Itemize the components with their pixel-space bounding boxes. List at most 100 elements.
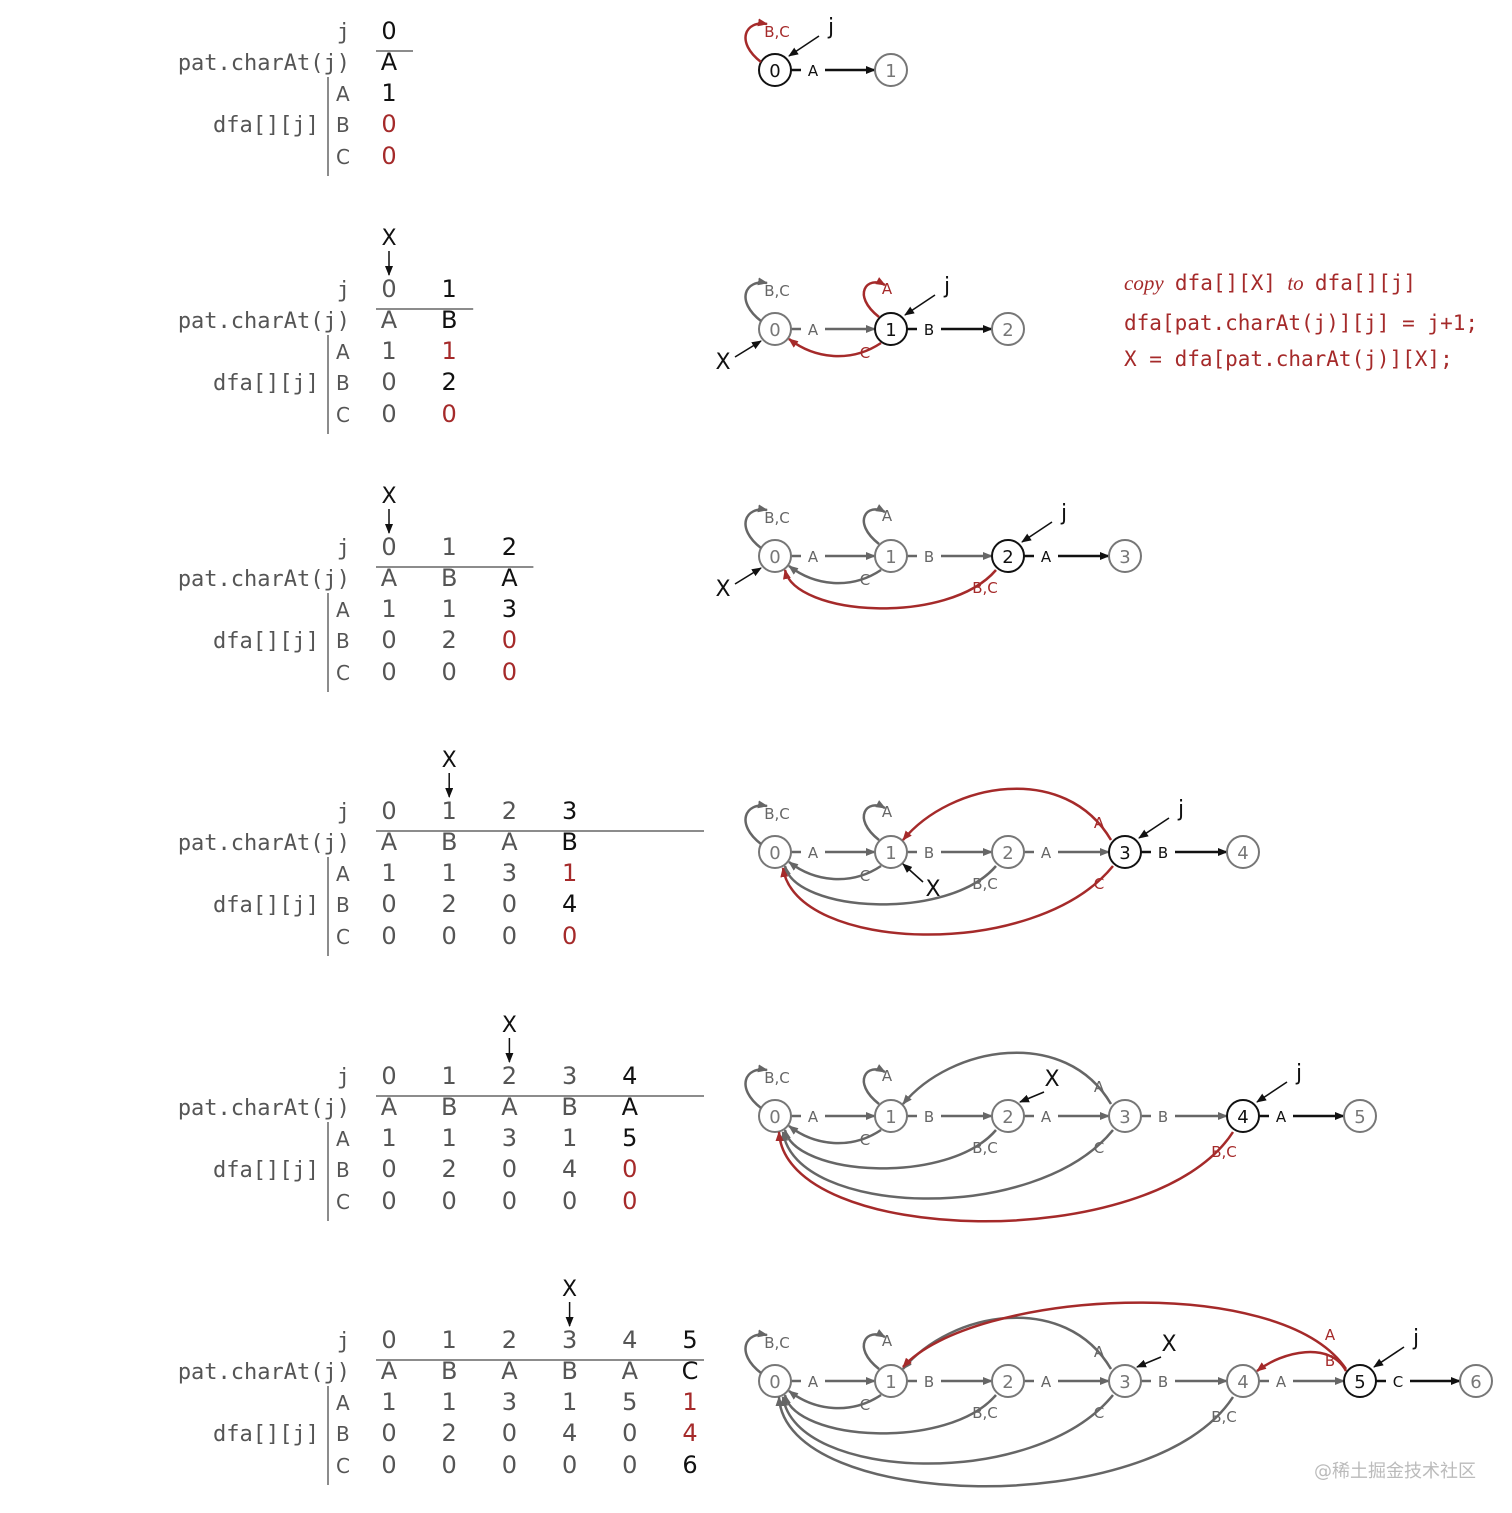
self-loop-0	[744, 1329, 768, 1374]
dfa-cell: 1	[381, 859, 396, 887]
code-copy-word: copy	[1124, 271, 1164, 295]
pat-char: B	[441, 564, 457, 592]
dfa-cell: 5	[622, 1124, 637, 1152]
row-letter-A: A	[336, 598, 350, 622]
row-letter-B: B	[336, 371, 350, 395]
back-edge-3a-label: A	[1094, 1078, 1105, 1096]
self-loop-1	[862, 800, 886, 841]
dfa-cell: 0	[442, 400, 457, 428]
j-pointer-arrow	[1021, 521, 1053, 543]
self-loop-1	[862, 1064, 886, 1105]
row-letter-B: B	[336, 629, 350, 653]
self-loop-0-label: B,C	[764, 23, 790, 41]
row-letter-C: C	[336, 1190, 350, 1214]
code-line-2: dfa[pat.charAt(j)][j] = j+1;	[1124, 311, 1478, 335]
j-pointer-arrow	[1373, 1346, 1405, 1368]
state-label: 1	[885, 1107, 896, 1128]
back-edge-1-label: C	[860, 1396, 870, 1414]
j-label: j	[337, 1329, 350, 1354]
col-index: 2	[502, 1062, 517, 1090]
x-state-pointer-arrow	[1019, 1091, 1045, 1103]
dfa-cell: 0	[502, 1155, 517, 1183]
forward-edge-label: A	[1276, 1373, 1287, 1391]
col-index: 0	[381, 797, 396, 825]
state-label: 3	[1119, 1107, 1130, 1128]
state-0	[758, 1099, 792, 1133]
dfa-label: dfa[][j]	[213, 371, 319, 396]
pat-charat-label: pat.charAt(j)	[178, 309, 350, 334]
forward-edge-label: A	[808, 1373, 819, 1391]
j-label: j	[337, 800, 350, 825]
state-0	[758, 53, 792, 87]
col-index: 4	[622, 1062, 637, 1090]
table-step-3: jpat.charAt(j)dfa[][j]ABC0A1001B1202A300…	[178, 748, 704, 956]
dfa-cell: 2	[442, 1419, 457, 1447]
j-pointer-arrow	[788, 35, 820, 57]
x-state-pointer-label: X	[925, 877, 940, 902]
back-edge-4-label: B,C	[1211, 1408, 1237, 1426]
pat-char: A	[501, 1093, 518, 1121]
pat-char: A	[381, 828, 398, 856]
self-loop-0	[744, 1064, 768, 1109]
dfa-cell: 1	[682, 1388, 697, 1416]
state-1	[874, 53, 908, 87]
col-index: 3	[562, 797, 577, 825]
x-state-pointer-arrow	[734, 340, 762, 358]
back-edge-1	[788, 338, 882, 358]
x-pointer-label: X	[381, 226, 396, 251]
pat-charat-label: pat.charAt(j)	[178, 831, 350, 856]
dfa-cell: 1	[562, 859, 577, 887]
dfa-cell: 0	[381, 142, 396, 170]
back-edge-4-label: B,C	[1211, 1143, 1237, 1161]
back-edge-2-label: B,C	[972, 1139, 998, 1157]
dfa-cell: 3	[502, 1388, 517, 1416]
dfa-label: dfa[][j]	[213, 1422, 319, 1447]
state-label: 1	[885, 320, 896, 341]
state-0	[758, 1364, 792, 1398]
state-label: 5	[1354, 1372, 1365, 1393]
row-letter-A: A	[336, 340, 350, 364]
dfa-cell: 1	[442, 337, 457, 365]
dfa-cell: 0	[381, 626, 396, 654]
col-index: 0	[381, 533, 396, 561]
back-edge-1-label: C	[860, 867, 870, 885]
row-letter-C: C	[336, 925, 350, 949]
dfa-cell: 1	[381, 1124, 396, 1152]
pat-char: B	[561, 1357, 577, 1385]
watermark: @稀土掘金技术社区	[1314, 1461, 1476, 1482]
pat-char: A	[381, 1357, 398, 1385]
forward-edge-label: A	[808, 62, 819, 80]
back-edge-1-label: C	[860, 344, 870, 362]
col-index: 2	[502, 1326, 517, 1354]
row-letter-A: A	[336, 1391, 350, 1415]
j-pointer-label: j	[1295, 1061, 1302, 1086]
forward-edge-label: B	[1158, 1373, 1168, 1391]
back-edge-3c-label: C	[1094, 875, 1104, 893]
back-edge-3c-label: C	[1094, 1139, 1104, 1157]
x-state-pointer-arrow	[734, 567, 762, 585]
col-index: 0	[381, 275, 396, 303]
table-step-4: jpat.charAt(j)dfa[][j]ABC0A1001B1202A300…	[178, 1013, 704, 1221]
dfa-cell: 0	[622, 1451, 637, 1479]
pat-char: A	[622, 1093, 639, 1121]
dfa-cell: 0	[622, 1155, 637, 1183]
row-letter-B: B	[336, 1422, 350, 1446]
dfa-label: dfa[][j]	[213, 629, 319, 654]
j-pointer-label: j	[1060, 501, 1067, 526]
state-2	[991, 539, 1025, 573]
forward-edge-label: A	[1041, 1373, 1052, 1391]
state-2	[991, 835, 1025, 869]
dfa-cell: 0	[381, 110, 396, 138]
state-label: 0	[769, 1372, 780, 1393]
pat-charat-label: pat.charAt(j)	[178, 51, 350, 76]
state-4	[1226, 1364, 1260, 1398]
self-loop-0-label: B,C	[764, 282, 790, 300]
state-label: 0	[769, 61, 780, 82]
code-line-1: copy dfa[][X] to dfa[][j]	[1124, 271, 1416, 295]
pat-char: B	[441, 306, 457, 334]
pat-char: A	[501, 564, 518, 592]
